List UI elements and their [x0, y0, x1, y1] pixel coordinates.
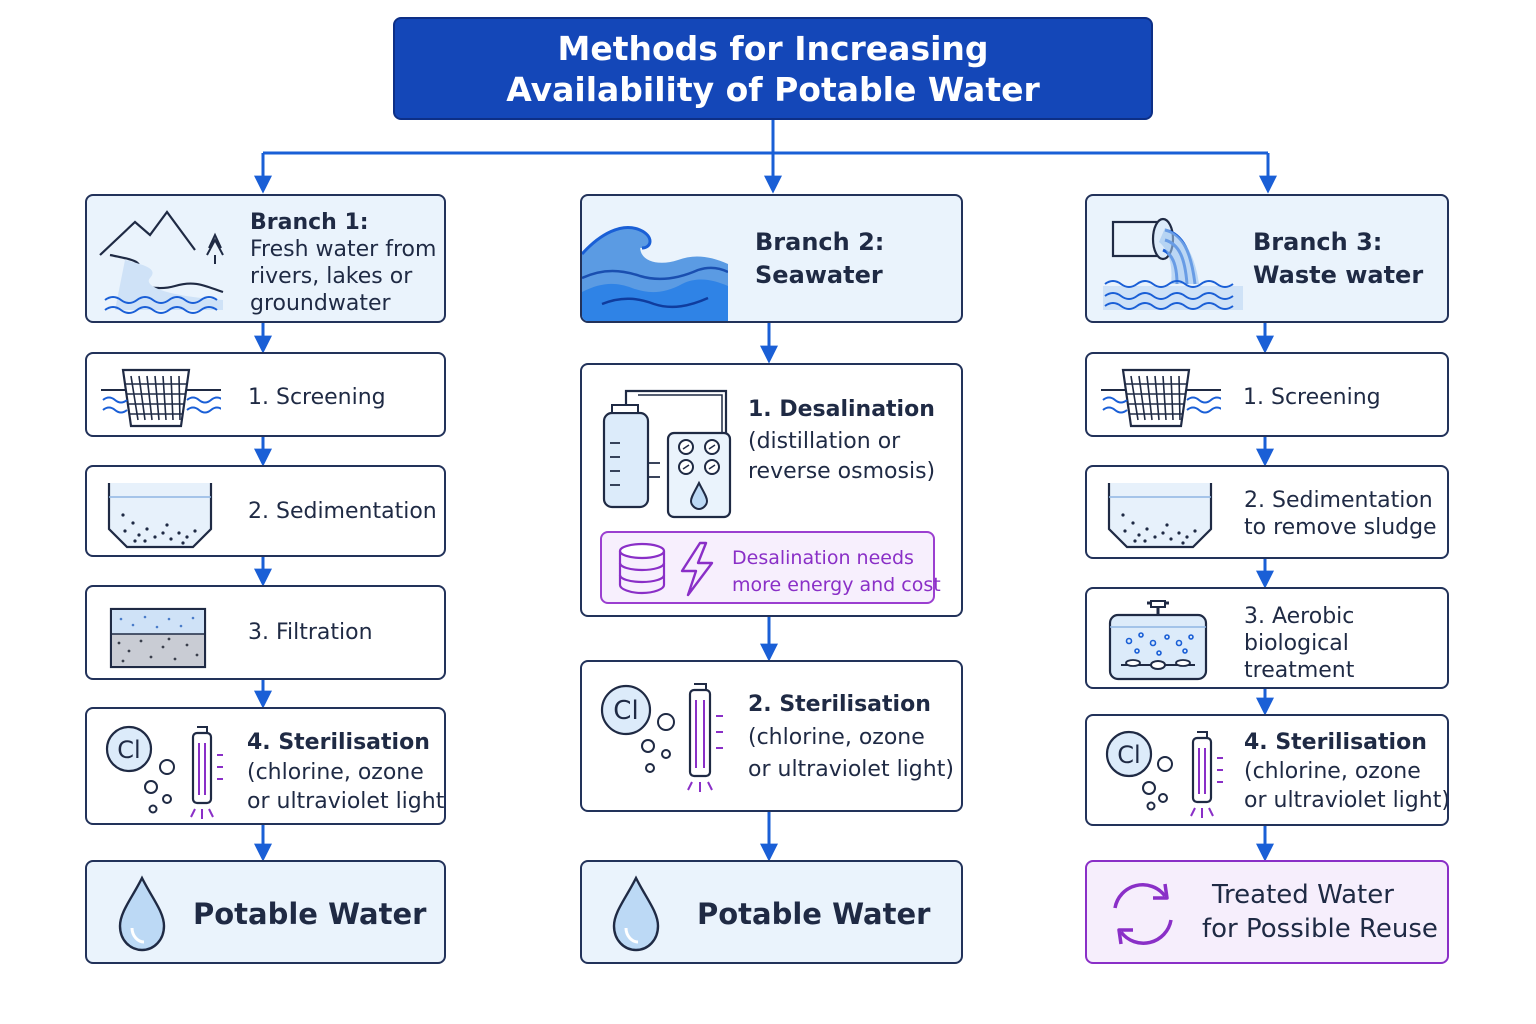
- aeration-tank-icon: [1108, 600, 1208, 681]
- branch2-step1-line2: (distillation or: [748, 429, 901, 454]
- branch3-step2-line1: 2. Sedimentation: [1244, 488, 1433, 513]
- mountain-river-icon: [99, 210, 224, 314]
- ocean-wave-icon: [582, 226, 728, 321]
- branch3-header: Branch 3: Waste water: [1085, 194, 1449, 323]
- branch1-desc-line3: groundwater: [250, 291, 391, 316]
- filter-bed-icon: [109, 607, 207, 669]
- branch3-result-line2: for Possible Reuse: [1202, 914, 1438, 944]
- branch1-step-screening: 1. Screening: [85, 352, 446, 437]
- branch3-step-screening: 1. Screening: [1085, 352, 1449, 437]
- branch3-step-sedimentation: 2. Sedimentation to remove sludge: [1085, 465, 1449, 559]
- chlorine-symbol: Cl: [117, 736, 140, 764]
- recycle-arrows-icon: [1113, 883, 1173, 945]
- branch1-result: Potable Water: [85, 860, 446, 964]
- branch2-label: Branch 2:: [755, 228, 885, 256]
- chlorine-uv-lamp-icon: Cl: [600, 683, 723, 792]
- title-line-2: Availability of Potable Water: [506, 69, 1040, 109]
- branch3-desc: Waste water: [1253, 261, 1424, 289]
- branch3-step4-line3: or ultraviolet light): [1244, 788, 1449, 813]
- branch3-label: Branch 3:: [1253, 228, 1383, 256]
- branch1-step-sedimentation: 2. Sedimentation: [85, 465, 446, 557]
- branch3-result-line1: Treated Water: [1212, 880, 1394, 910]
- branch1-step1-text: 1. Screening: [248, 385, 386, 410]
- branch1-result-text: Potable Water: [193, 897, 427, 931]
- branch2-step2-line3: or ultraviolet light): [748, 757, 954, 782]
- branch2-step-desalination: 1. Desalination (distillation or reverse…: [580, 363, 963, 617]
- branch2-result: Potable Water: [580, 860, 963, 964]
- branch2-step2-line2: (chlorine, ozone: [748, 725, 925, 750]
- branch3-step2-line2: to remove sludge: [1244, 515, 1437, 540]
- branch3-step4-title: 4. Sterilisation: [1244, 730, 1427, 755]
- branch2-step2-title: 2. Sterilisation: [748, 692, 931, 717]
- branch3-step4-line2: (chlorine, ozone: [1244, 759, 1421, 784]
- branch1-desc-line1: Fresh water from: [250, 237, 437, 262]
- screen-grid-icon: [101, 368, 221, 428]
- energy-note-line2: more energy and cost: [732, 574, 941, 596]
- branch3-step-aerobic: 3. Aerobic biological treatment: [1085, 587, 1449, 689]
- waste-pipe-outflow-icon: [1103, 217, 1243, 310]
- energy-cost-icon: [618, 541, 714, 597]
- screen-grid-icon: [1101, 368, 1221, 428]
- branch3-step3-line2: biological: [1244, 631, 1349, 656]
- branch1-step4-title: 4. Sterilisation: [247, 730, 430, 755]
- branch3-step3-line3: treatment: [1244, 658, 1355, 683]
- water-drop-icon: [612, 875, 660, 952]
- branch1-desc-line2: rivers, lakes or: [250, 264, 413, 289]
- branch3-step3-line1: 3. Aerobic: [1244, 604, 1355, 629]
- chlorine-uv-lamp-icon: Cl: [1105, 730, 1223, 818]
- branch3-step1-text: 1. Screening: [1243, 385, 1381, 410]
- diagram-title: Methods for Increasing Availability of P…: [393, 17, 1153, 120]
- chlorine-uv-lamp-icon: Cl: [105, 725, 223, 819]
- energy-note-line1: Desalination needs: [732, 547, 914, 569]
- branch1-label: Branch 1:: [250, 210, 369, 235]
- branch2-header: Branch 2: Seawater: [580, 194, 963, 323]
- desalination-plant-icon: [602, 389, 732, 519]
- sediment-tank-icon: [107, 483, 213, 549]
- energy-cost-note: Desalination needs more energy and cost: [600, 531, 941, 604]
- branch3-step-sterilisation: Cl 4. Sterilisation (chlorine, ozone or …: [1085, 714, 1449, 826]
- chlorine-symbol: Cl: [1117, 741, 1140, 769]
- branch1-step4-line3: or ultraviolet light): [247, 789, 446, 814]
- chlorine-symbol: Cl: [613, 696, 638, 726]
- branch2-step1-line3: reverse osmosis): [748, 459, 936, 484]
- branch2-result-text: Potable Water: [697, 897, 931, 931]
- water-drop-icon: [118, 875, 166, 952]
- branch1-step-filtration: 3. Filtration: [85, 585, 446, 680]
- branch1-step4-line2: (chlorine, ozone: [247, 760, 424, 785]
- branch2-step-sterilisation: Cl 2. Sterilisation (chlorine, ozone or …: [580, 660, 963, 812]
- title-line-1: Methods for Increasing: [557, 28, 989, 68]
- branch3-result: Treated Water for Possible Reuse: [1085, 860, 1449, 964]
- sediment-tank-icon: [1107, 483, 1213, 549]
- branch1-step3-text: 3. Filtration: [248, 620, 373, 645]
- branch2-step1-title: 1. Desalination: [748, 397, 935, 422]
- branch1-step2-text: 2. Sedimentation: [248, 499, 437, 524]
- branch2-desc: Seawater: [755, 261, 883, 289]
- branch1-step-sterilisation: Cl 4. Sterilisation (chlorine, ozone or …: [85, 707, 446, 825]
- branch1-header: Branch 1: Fresh water from rivers, lakes…: [85, 194, 446, 323]
